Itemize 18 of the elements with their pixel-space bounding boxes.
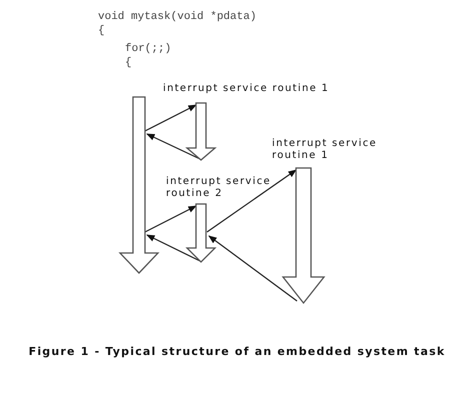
code-line: { — [125, 58, 132, 69]
hollow-down-arrow — [283, 168, 324, 303]
figure-caption: Figure 1 - Typical structure of an embedded system task — [28, 345, 446, 358]
routine-label: interrupt service routine 1 — [272, 138, 378, 162]
hollow-down-arrow — [187, 204, 215, 262]
hollow-down-arrow — [187, 103, 215, 160]
arrow — [146, 234, 200, 262]
arrow — [146, 133, 200, 160]
routine-label: interrupt service routine 1 — [163, 83, 330, 95]
arrow — [208, 236, 298, 302]
code-line: for(;;) — [125, 44, 172, 55]
hollow-down-arrow — [120, 97, 158, 273]
arrow — [144, 104, 197, 132]
arrow — [206, 170, 297, 232]
code-line: void mytask(void *pdata) — [98, 12, 256, 23]
code-line: { — [98, 26, 105, 37]
routine-label: interrupt service routine 2 — [166, 176, 272, 200]
arrow — [144, 205, 197, 233]
